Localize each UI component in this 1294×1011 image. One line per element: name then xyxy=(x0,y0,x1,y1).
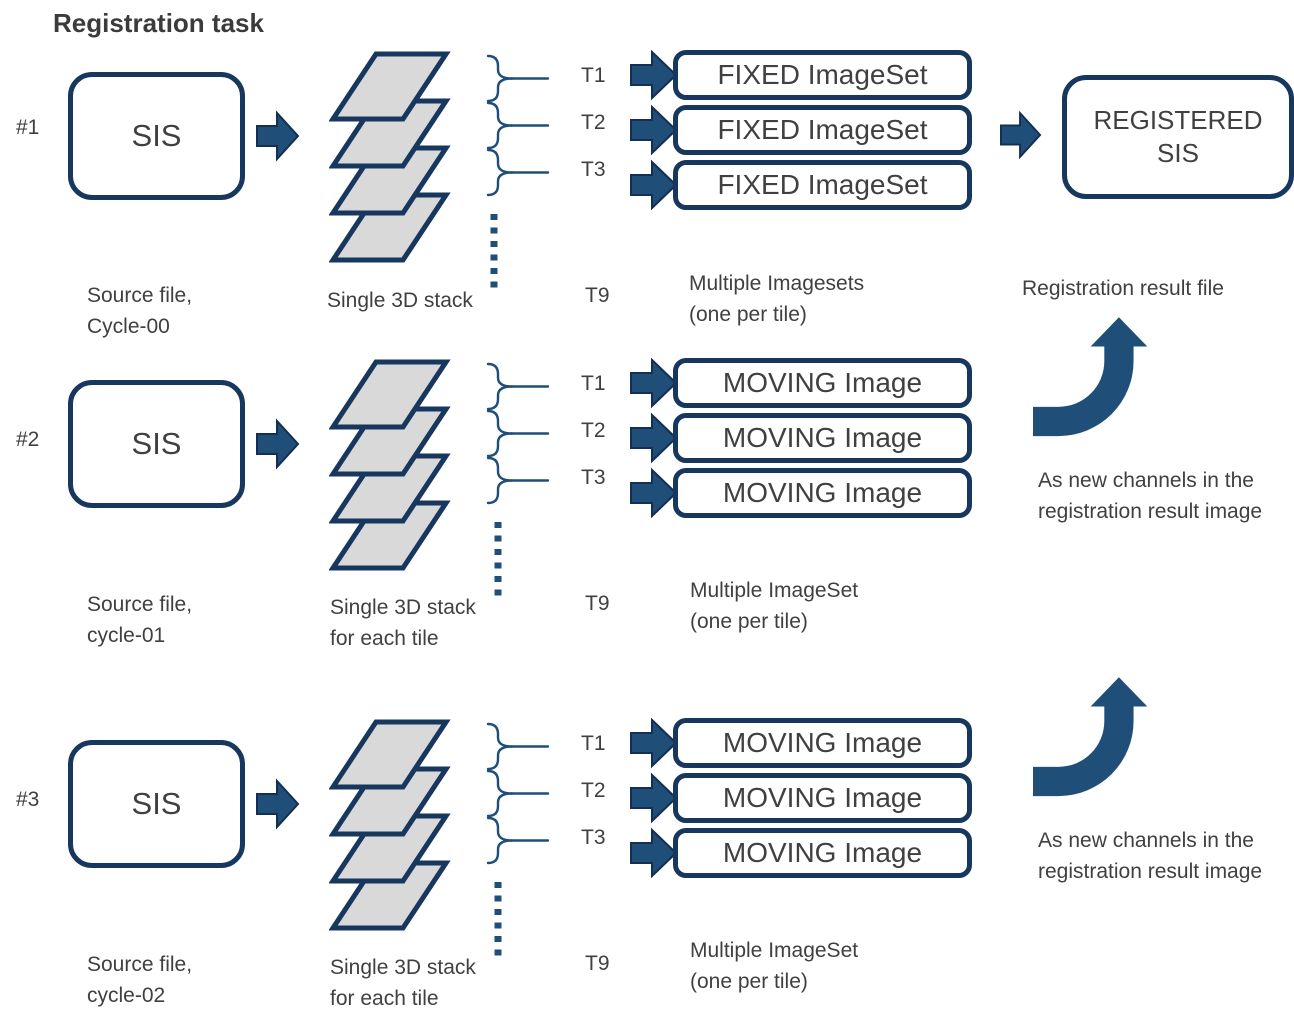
imageset-box-label: MOVING Image xyxy=(722,837,923,868)
source-sis-box: SIS xyxy=(68,740,245,868)
imageset-box: MOVING Image xyxy=(673,718,972,768)
tile-arrow-icon xyxy=(630,49,678,101)
tile-arrow-icon xyxy=(630,159,678,211)
imageset-box-label: MOVING Image xyxy=(722,367,923,398)
right-block-arrow-icon xyxy=(256,110,300,162)
stack-caption: Single 3D stack for each tile xyxy=(330,956,476,1010)
sis-box-label: SIS xyxy=(131,118,182,153)
dotted-continuation-line xyxy=(490,214,498,294)
source-caption: Source file, Cycle-00 xyxy=(87,284,193,338)
imagesets-caption: Multiple Imagesets (one per tile) xyxy=(689,272,865,326)
stack-caption: Single 3D stack xyxy=(327,289,473,312)
tile-arrow-icon xyxy=(630,827,678,879)
pipeline-row-3: #3 SIS xyxy=(0,677,1294,1011)
tile-braces-icon xyxy=(486,54,550,197)
imageset-box-label: MOVING Image xyxy=(722,782,923,813)
registered-sis-box: REGISTERED SIS xyxy=(1062,75,1294,199)
tile-t9-label: T9 xyxy=(585,284,610,307)
tile-t1-label: T1 xyxy=(581,64,606,87)
source-sis-box: SIS xyxy=(68,380,245,508)
tile-t3-label: T3 xyxy=(581,826,606,849)
tile-arrow-icon xyxy=(630,467,678,519)
imageset-box: FIXED ImageSet xyxy=(673,105,972,155)
new-channels-caption: As new channels in the registration resu… xyxy=(1038,829,1263,883)
new-channels-caption: As new channels in the registration resu… xyxy=(1038,469,1263,523)
diagram-title: Registration task xyxy=(53,8,264,38)
imageset-box-label: MOVING Image xyxy=(722,727,923,758)
tile-t9-label: T9 xyxy=(585,952,610,975)
stack-caption: Single 3D stack for each tile xyxy=(330,596,476,650)
pipeline-row-1: #1 SIS xyxy=(0,40,1294,343)
dotted-continuation-line xyxy=(494,522,502,602)
imagesets-caption: Multiple ImageSet (one per tile) xyxy=(690,579,859,633)
row-number-label: #3 xyxy=(16,788,40,811)
registered-sis-label: SIS xyxy=(1157,138,1199,168)
registered-sis-label: REGISTERED xyxy=(1093,105,1263,135)
tile-t2-label: T2 xyxy=(581,111,606,134)
imageset-box: MOVING Image xyxy=(673,468,972,518)
imageset-box-label: FIXED ImageSet xyxy=(717,114,928,145)
imageset-box: FIXED ImageSet xyxy=(673,160,972,210)
tile-braces-icon xyxy=(486,722,550,865)
source-caption: Source file, cycle-01 xyxy=(87,593,193,647)
imageset-box-label: MOVING Image xyxy=(722,477,923,508)
image-stack-icon xyxy=(329,51,451,263)
dotted-continuation-line xyxy=(494,882,502,962)
image-stack-icon xyxy=(329,359,451,571)
tile-t2-label: T2 xyxy=(581,779,606,802)
tile-braces-icon xyxy=(486,362,550,505)
right-block-arrow-icon xyxy=(256,778,300,830)
imageset-box: MOVING Image xyxy=(673,828,972,878)
tile-arrow-icon xyxy=(630,104,678,156)
row-number-label: #1 xyxy=(16,116,40,139)
imageset-box-label: FIXED ImageSet xyxy=(717,169,928,200)
imageset-box: MOVING Image xyxy=(673,413,972,463)
imageset-box: MOVING Image xyxy=(673,358,972,408)
tile-t1-label: T1 xyxy=(581,372,606,395)
pipeline-row-2: #2 SIS xyxy=(0,317,1294,651)
imagesets-caption: Multiple ImageSet (one per tile) xyxy=(690,939,859,993)
tile-arrow-icon xyxy=(630,412,678,464)
result-caption: Registration result file xyxy=(1022,277,1224,300)
imageset-box: MOVING Image xyxy=(673,773,972,823)
tile-t2-label: T2 xyxy=(581,419,606,442)
source-sis-box: SIS xyxy=(68,72,245,200)
curved-up-arrow-icon xyxy=(1033,317,1148,437)
right-block-arrow-icon xyxy=(1000,110,1042,160)
tile-t1-label: T1 xyxy=(581,732,606,755)
tile-arrow-icon xyxy=(630,357,678,409)
sis-box-label: SIS xyxy=(131,786,182,821)
sis-box-label: SIS xyxy=(131,426,182,461)
imageset-box-label: MOVING Image xyxy=(722,422,923,453)
tile-t3-label: T3 xyxy=(581,158,606,181)
row-number-label: #2 xyxy=(16,428,40,451)
tile-t3-label: T3 xyxy=(581,466,606,489)
image-stack-icon xyxy=(329,719,451,931)
tile-arrow-icon xyxy=(630,717,678,769)
imageset-box: FIXED ImageSet xyxy=(673,50,972,100)
right-block-arrow-icon xyxy=(256,418,300,470)
source-caption: Source file, cycle-02 xyxy=(87,953,193,1007)
tile-t9-label: T9 xyxy=(585,592,610,615)
tile-arrow-icon xyxy=(630,772,678,824)
curved-up-arrow-icon xyxy=(1033,677,1148,797)
imageset-box-label: FIXED ImageSet xyxy=(717,59,928,90)
